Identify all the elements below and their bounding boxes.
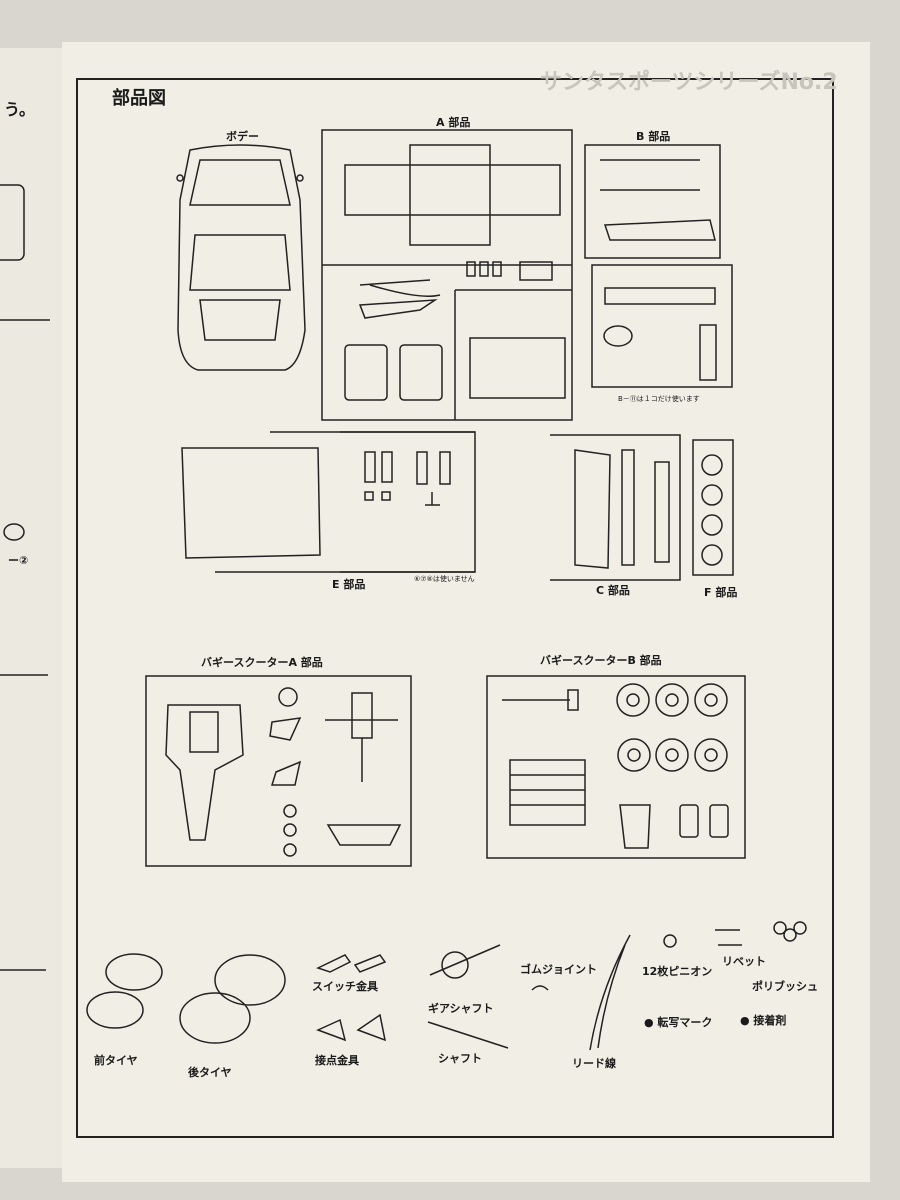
label-a-parts: A 部品 [436,116,471,129]
label-pinion: 12枚ピニオン [642,965,713,978]
label-adhesive: ● 接着剤 [740,1014,787,1027]
label-rubber-joint: ゴムジョイント [520,963,597,976]
label-shaft: シャフト [438,1052,482,1065]
label-poly-bush: ポリブッシュ [752,980,818,993]
e-parts-sprue [181,431,476,573]
left-page: う。 ー② [0,48,62,1168]
instruction-page [62,42,870,1182]
label-b-parts: B 部品 [636,130,671,143]
left-page-text: う。 [4,100,36,119]
body-drawing [176,144,306,371]
label-gear-shaft: ギアシャフト [428,1002,494,1015]
background-title: サンタスポーツシリーズNo.2 [540,70,838,95]
label-c-parts: C 部品 [596,584,630,597]
b-parts-note: B－⑪は１コだけ使います [618,395,700,403]
label-switch-bracket: スイッチ金具 [312,980,378,993]
e-parts-note: ⑥⑦⑧は使いません [414,575,475,583]
label-e-parts: E 部品 [332,578,366,591]
page-heading: 部品図 [112,88,166,109]
label-rear-tire: 後タイヤ [188,1066,232,1079]
left-page-part-ref: ー② [8,554,29,567]
label-buggy-b-parts: バギースクーターB 部品 [540,654,662,667]
left-page-drawings [0,184,50,971]
buggy-a-sprue [145,675,412,867]
c-parts-sprue [550,434,681,581]
label-decal: ● 転写マーク [644,1016,713,1029]
page-frame [76,78,834,1138]
a-parts-sprue [321,129,573,421]
label-contact-bracket: 接点金具 [315,1054,359,1067]
label-lead-wire: リード線 [572,1057,616,1070]
label-rivet: リベット [722,955,766,968]
label-front-tire: 前タイヤ [94,1054,138,1067]
b-parts-sprue [584,144,733,388]
label-buggy-a-parts: バギースクーターA 部品 [201,656,323,669]
buggy-b-sprue [486,675,746,859]
label-body: ボデー [226,130,259,143]
loose-parts [86,921,807,1051]
label-f-parts: F 部品 [704,586,738,599]
f-parts-sprue [692,439,734,576]
